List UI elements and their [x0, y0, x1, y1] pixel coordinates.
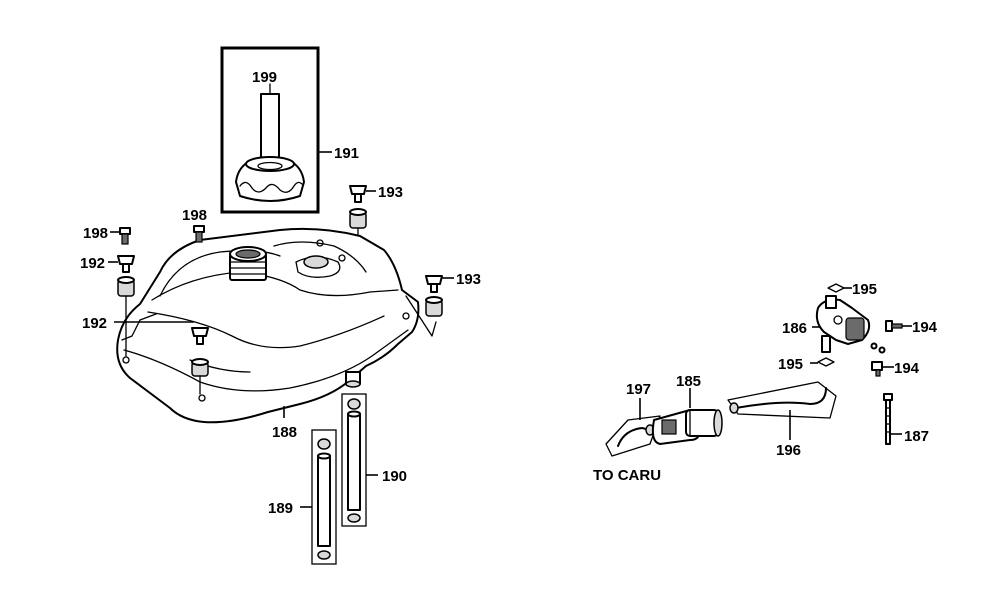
label-to-carburetor: TO CARU: [593, 467, 661, 484]
hose-190-box: [341, 393, 367, 527]
label-197: 197: [626, 381, 651, 398]
bolt-icon: [119, 227, 131, 245]
label-199: 199: [252, 69, 277, 86]
hose-icon: [727, 381, 837, 419]
bolt-icon: [885, 320, 903, 332]
label-192-top: 192: [80, 255, 105, 272]
hose-icon: [311, 429, 337, 565]
leader-lines: [108, 151, 912, 508]
bolt-icon: [193, 225, 205, 243]
label-189: 189: [268, 500, 293, 517]
filler-cap-assembly: [220, 46, 320, 214]
grommet-icon: [349, 185, 367, 237]
cap-detail-box: [220, 46, 320, 214]
hose-189-box: [311, 429, 337, 565]
label-194-top: 194: [912, 319, 938, 336]
hose-icon: [605, 415, 661, 457]
label-191: 191: [334, 145, 359, 162]
label-185: 185: [676, 373, 701, 390]
bolt-icon: [870, 342, 886, 354]
label-193-right: 193: [456, 271, 481, 288]
part-labels: 199 191 193 193 198 198 192 192 188 189 …: [80, 69, 938, 517]
bolt-icon: [883, 393, 893, 445]
fuel-valve-icon: [815, 295, 871, 353]
fuel-filter-icon: [651, 409, 723, 445]
clamp-icon: [827, 283, 845, 293]
label-188: 188: [272, 424, 297, 441]
label-187: 187: [904, 428, 929, 445]
grommet-icon: [405, 275, 443, 337]
label-198-center: 198: [182, 207, 207, 224]
grommet-icon: [191, 327, 209, 395]
label-195-top: 195: [852, 281, 877, 298]
label-193-top: 193: [378, 184, 403, 201]
fuel-tank-icon: [116, 227, 420, 424]
filler-cap-icon: [235, 156, 305, 202]
label-196: 196: [776, 442, 801, 459]
label-190: 190: [382, 468, 407, 485]
clamp-icon: [817, 357, 835, 367]
label-195-mid: 195: [778, 356, 803, 373]
grommet-icon: [117, 255, 135, 357]
label-192-mid: 192: [82, 315, 107, 332]
label-186: 186: [782, 320, 807, 337]
label-198-left: 198: [83, 225, 108, 242]
label-194-mid: 194: [894, 360, 920, 377]
hose-icon: [341, 393, 367, 527]
bolt-icon: [871, 361, 883, 377]
